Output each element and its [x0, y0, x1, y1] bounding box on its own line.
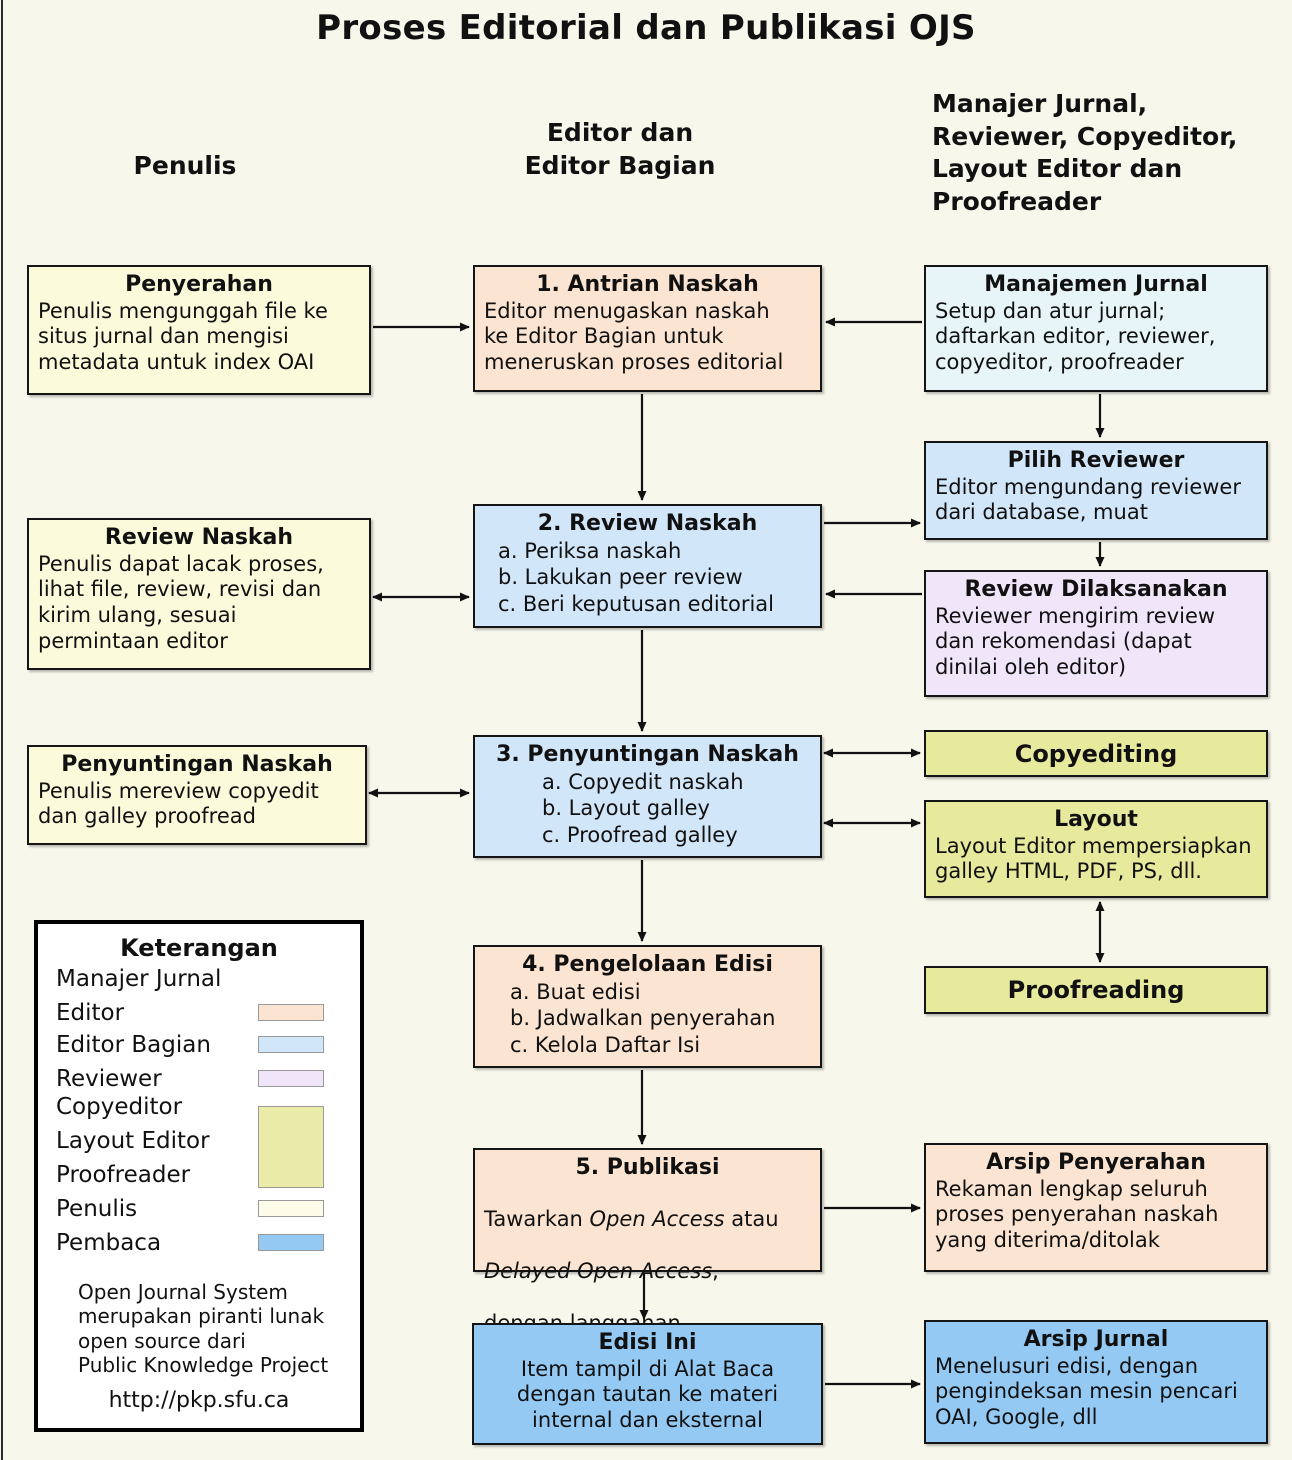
box-penyuntingan-naskah-items: a. Copyedit naskah b. Layout galley c. P…: [484, 769, 811, 850]
box-publikasi-body: Tawarkan Open Access atau Delayed Open A…: [484, 1182, 811, 1363]
box-publikasi-title: 5. Publikasi: [575, 1155, 720, 1180]
legend-note: Open Journal System merupakan piranti lu…: [78, 1280, 329, 1378]
list-item: b. Lakukan peer review: [498, 565, 743, 590]
legend-title: Keterangan: [120, 934, 278, 962]
box-review-naskah-items: a. Periksa naskah b. Lakukan peer review…: [484, 538, 811, 619]
box-pengelolaan-edisi-title: 4. Pengelolaan Edisi: [522, 952, 773, 977]
box-pilih-reviewer: Pilih Reviewer Editor mengundang reviewe…: [924, 441, 1268, 540]
legend-url: http://pkp.sfu.ca: [108, 1388, 290, 1413]
page-title: Proses Editorial dan Publikasi OJS: [316, 8, 976, 48]
box-arsip-penyerahan-body: Rekaman lengkap seluruh proses penyeraha…: [935, 1176, 1219, 1253]
legend-label-copyeditor: Copyeditor: [56, 1094, 183, 1120]
box-edisi-ini-body: Item tampil di Alat Baca dengan tautan k…: [516, 1356, 779, 1433]
delayed-open-access-italic: Delayed Open Access: [484, 1258, 713, 1283]
box-penyuntingan-naskah: 3. Penyuntingan Naskah a. Copyedit naska…: [473, 735, 822, 858]
list-item: a. Periksa naskah: [498, 538, 682, 563]
column-header-penulis: Penulis: [133, 151, 237, 180]
box-manajemen-jurnal-body: Setup dan atur jurnal; daftarkan editor,…: [935, 298, 1216, 375]
box-pilih-reviewer-title: Pilih Reviewer: [1007, 448, 1185, 473]
list-item: b. Jadwalkan penyerahan: [510, 1006, 776, 1031]
publikasi-line1: Tawarkan Open Access atau: [484, 1207, 779, 1232]
box-antrian-naskah-body: Editor menugaskan naskah ke Editor Bagia…: [484, 298, 784, 375]
box-layout-title: Layout: [1054, 807, 1138, 832]
box-review-dilaksanakan: Review Dilaksanakan Reviewer mengirim re…: [924, 570, 1268, 697]
box-review-naskah-penulis-title: Review Naskah: [104, 525, 294, 550]
box-pengelolaan-edisi-items: a. Buat edisi b. Jadwalkan penyerahan c.…: [484, 979, 811, 1060]
list-item: a. Buat edisi: [510, 979, 641, 1004]
box-arsip-jurnal-title: Arsip Jurnal: [1023, 1327, 1169, 1352]
box-edisi-ini: Edisi Ini Item tampil di Alat Baca denga…: [472, 1323, 823, 1445]
legend-swatch-editor-bagian: [258, 1036, 324, 1053]
legend-swatch-penulis: [258, 1200, 324, 1217]
box-layout-body: Layout Editor mempersiapkan galley HTML,…: [935, 833, 1252, 884]
page-left-border: [1, 0, 3, 1460]
box-edisi-ini-title: Edisi Ini: [598, 1330, 697, 1355]
box-manajemen-jurnal: Manajemen Jurnal Setup dan atur jurnal; …: [924, 265, 1268, 392]
box-penyuntingan-penulis: Penyuntingan Naskah Penulis mereview cop…: [27, 745, 367, 845]
legend-label-pembaca: Pembaca: [56, 1230, 162, 1256]
legend-label-proofreader: Proofreader: [56, 1162, 191, 1188]
column-header-manajer: Manajer Jurnal, Reviewer, Copyeditor, La…: [932, 89, 1238, 216]
box-antrian-naskah-title: 1. Antrian Naskah: [536, 272, 759, 297]
box-layout: Layout Layout Editor mempersiapkan galle…: [924, 800, 1268, 898]
box-copyediting: Copyediting: [924, 730, 1268, 777]
box-arsip-penyerahan: Arsip Penyerahan Rekaman lengkap seluruh…: [924, 1143, 1268, 1272]
box-penyuntingan-naskah-title: 3. Penyuntingan Naskah: [496, 742, 799, 767]
list-item: c. Proofread galley: [542, 823, 738, 848]
legend-label-layout-editor: Layout Editor: [56, 1128, 210, 1154]
list-item: c. Kelola Daftar Isi: [510, 1033, 701, 1058]
list-item: c. Beri keputusan editorial: [498, 592, 775, 617]
column-header-editor: Editor dan Editor Bagian: [524, 118, 716, 180]
box-antrian-naskah: 1. Antrian Naskah Editor menugaskan nask…: [473, 265, 822, 392]
box-penyuntingan-penulis-title: Penyuntingan Naskah: [61, 752, 333, 777]
legend-label-editor: Editor: [56, 1000, 125, 1026]
list-item: a. Copyedit naskah: [542, 769, 744, 794]
box-review-dilaksanakan-body: Reviewer mengirim review dan rekomendasi…: [935, 603, 1216, 680]
box-copyediting-title: Copyediting: [1014, 739, 1178, 768]
legend-swatch-pembaca: [258, 1234, 324, 1251]
legend-label-penulis: Penulis: [56, 1196, 138, 1222]
box-review-naskah-penulis: Review Naskah Penulis dapat lacak proses…: [27, 518, 371, 670]
box-pengelolaan-edisi: 4. Pengelolaan Edisi a. Buat edisi b. Ja…: [473, 945, 822, 1068]
legend-swatch-reviewer: [258, 1070, 324, 1087]
box-arsip-jurnal-body: Menelusuri edisi, dengan pengindeksan me…: [935, 1353, 1238, 1430]
legend-swatch-editor: [258, 1004, 324, 1021]
legend-label-reviewer: Reviewer: [56, 1066, 162, 1092]
box-proofreading: Proofreading: [924, 966, 1268, 1014]
box-arsip-penyerahan-title: Arsip Penyerahan: [986, 1150, 1206, 1175]
box-arsip-jurnal: Arsip Jurnal Menelusuri edisi, dengan pe…: [924, 1320, 1268, 1444]
box-proofreading-title: Proofreading: [1007, 976, 1185, 1004]
box-review-naskah-penulis-body: Penulis dapat lacak proses, lihat file, …: [38, 551, 324, 653]
box-publikasi: 5. Publikasi Tawarkan Open Access atau D…: [473, 1148, 822, 1335]
open-access-italic: Open Access: [589, 1207, 725, 1232]
list-item: b. Layout galley: [542, 796, 710, 821]
box-penyerahan: Penyerahan Penulis mengunggah file ke si…: [27, 265, 371, 395]
box-penyerahan-body: Penulis mengunggah file ke situs jurnal …: [38, 298, 328, 375]
box-penyerahan-title: Penyerahan: [125, 272, 273, 297]
legend-swatch-copyeditor-layout-proofreader: [258, 1106, 324, 1188]
box-penyuntingan-penulis-body: Penulis mereview copyedit dan galley pro…: [38, 778, 319, 829]
publikasi-line2: Delayed Open Access,: [484, 1258, 719, 1283]
box-pilih-reviewer-body: Editor mengundang reviewer dari database…: [935, 474, 1241, 525]
legend-label-manajer-jurnal: Manajer Jurnal: [56, 966, 222, 992]
box-manajemen-jurnal-title: Manajemen Jurnal: [984, 272, 1208, 297]
box-review-naskah: 2. Review Naskah a. Periksa naskah b. La…: [473, 504, 822, 628]
legend-box: Keterangan Manajer Jurnal Editor Editor …: [34, 920, 364, 1432]
box-review-dilaksanakan-title: Review Dilaksanakan: [964, 577, 1228, 602]
legend-label-editor-bagian: Editor Bagian: [56, 1032, 211, 1058]
box-review-naskah-title: 2. Review Naskah: [537, 511, 758, 536]
